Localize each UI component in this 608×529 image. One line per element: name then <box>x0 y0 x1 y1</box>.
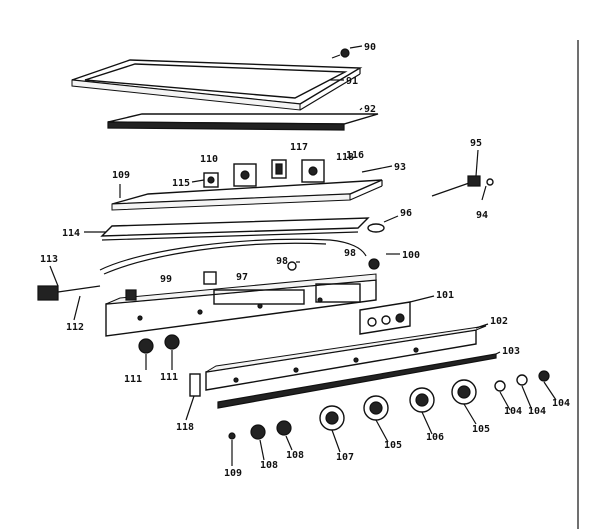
part-111-knob-left <box>138 338 154 354</box>
label-92: 92 <box>364 104 376 115</box>
part-104-knob-1 <box>494 380 506 392</box>
part-100-lamp <box>368 258 380 270</box>
part-108-knob-right <box>276 420 292 436</box>
label-101: 101 <box>436 290 454 301</box>
label-111-a: 111 <box>124 374 142 385</box>
label-95: 95 <box>470 138 482 149</box>
part-107-knob <box>319 405 345 431</box>
label-111-b: 111 <box>160 372 178 383</box>
part-102-front-panel <box>205 325 487 391</box>
label-108-b: 108 <box>286 450 304 461</box>
part-99-bracket <box>125 289 137 301</box>
label-104-b: 104 <box>528 406 546 417</box>
part-105-knob-right <box>451 379 477 405</box>
part-108-knob-left <box>250 424 266 440</box>
label-97: 97 <box>236 272 248 283</box>
label-114: 114 <box>62 228 80 239</box>
control-panel-housing <box>105 273 377 337</box>
part-113-connector <box>37 285 101 301</box>
label-98b: 98 <box>344 248 356 259</box>
label-109: 109 <box>224 468 242 479</box>
label-105-a: 105 <box>384 440 402 451</box>
part-118-clip <box>189 373 201 397</box>
part-105-knob-left <box>363 395 389 421</box>
label-107: 107 <box>336 452 354 463</box>
part-114-rail <box>100 217 370 241</box>
part-104-knob-2 <box>516 374 528 386</box>
label-90: 90 <box>364 42 376 53</box>
label-115: 115 <box>172 178 190 189</box>
label-98: 98 <box>276 256 288 267</box>
part-116-switch <box>233 163 257 187</box>
label-113: 113 <box>40 254 58 265</box>
part-111-knob-right <box>164 334 180 350</box>
leader-lines <box>49 45 557 466</box>
label-109b: 109 <box>112 170 130 181</box>
part-98-grommet <box>287 261 297 271</box>
label-104-c: 104 <box>552 398 570 409</box>
part-109-screw <box>228 432 236 440</box>
label-110: 110 <box>200 154 218 165</box>
part-91-glass-tray <box>71 59 363 111</box>
part-90-screw <box>331 48 350 59</box>
label-91: 91 <box>346 76 358 87</box>
part-103-trim-strip <box>217 353 497 409</box>
label-118: 118 <box>336 152 354 163</box>
label-99: 99 <box>160 274 172 285</box>
label-104-a: 104 <box>504 406 522 417</box>
label-112: 112 <box>66 322 84 333</box>
label-94: 94 <box>476 210 488 221</box>
label-96: 96 <box>400 208 412 219</box>
label-105-b: 105 <box>472 424 490 435</box>
label-108-a: 108 <box>260 460 278 471</box>
part-96-clip <box>367 223 385 233</box>
wiring-harness <box>99 238 367 275</box>
label-117: 117 <box>290 142 308 153</box>
part-106-knob <box>409 387 435 413</box>
label-103: 103 <box>502 346 520 357</box>
label-100: 100 <box>402 250 420 261</box>
part-115-switch <box>203 172 219 188</box>
part-101-clock-plate <box>359 301 411 335</box>
part-117-switch <box>271 159 287 179</box>
part-92-trim-strip <box>107 113 379 131</box>
label-102: 102 <box>490 316 508 327</box>
label-116: 116 <box>346 150 364 161</box>
label-118b: 118 <box>176 422 194 433</box>
part-93-backguard-top <box>111 179 383 211</box>
part-118-switch <box>301 159 325 183</box>
label-93: 93 <box>394 162 406 173</box>
part-97-relay <box>203 271 217 285</box>
part-95-power-cord <box>431 175 494 197</box>
label-106: 106 <box>426 432 444 443</box>
part-104-knob-3 <box>538 370 550 382</box>
